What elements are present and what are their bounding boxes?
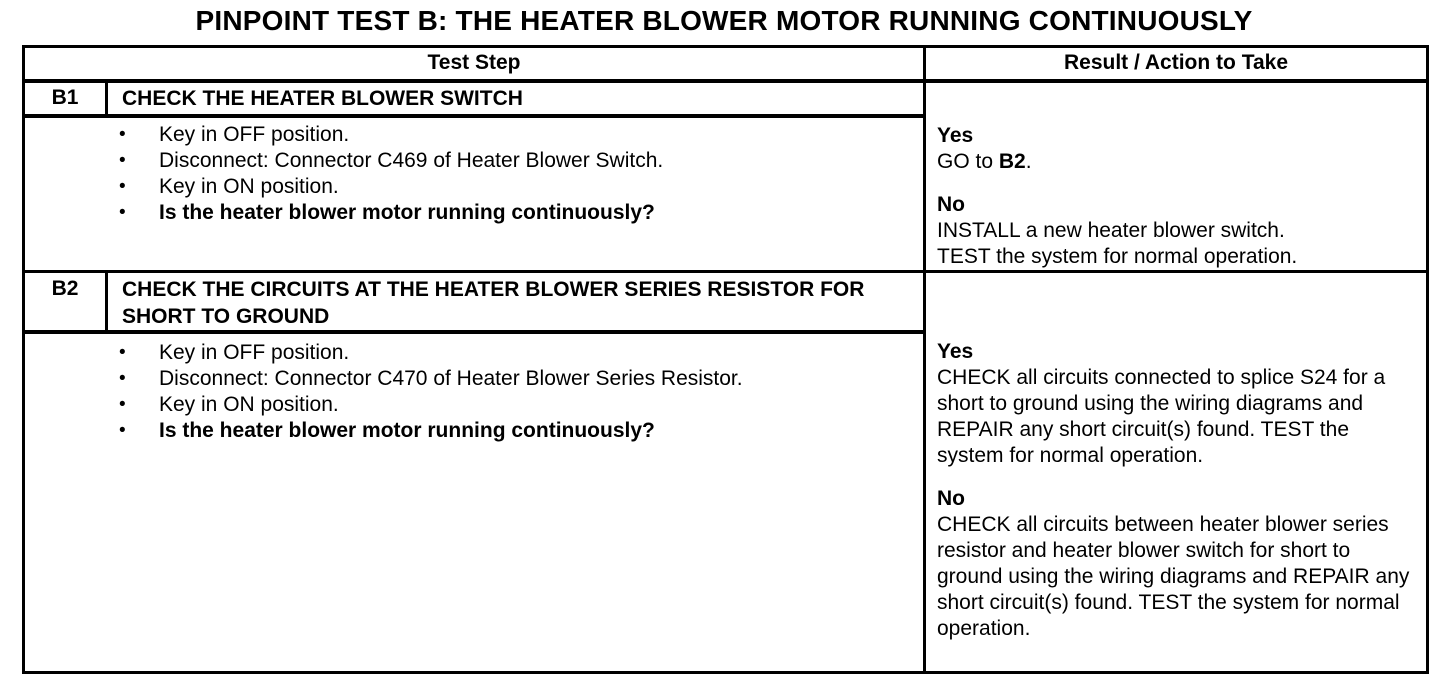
table-header-row: Test Step Result / Action to Take bbox=[23, 46, 1428, 83]
result-b2-yes-action: CHECK all circuits connected to splice S… bbox=[937, 365, 1386, 467]
list-item: • Key in ON position. bbox=[119, 392, 923, 418]
step-b2-instructions: • Key in OFF position. • Disconnect: Conne… bbox=[24, 332, 925, 673]
step-b1-body-row: • Key in OFF position. • Disconnect: Conne… bbox=[23, 115, 1428, 273]
result-b1-yes-action-period: . bbox=[1025, 149, 1032, 173]
result-b1-yes-action-text: GO to bbox=[937, 149, 999, 173]
list-item: • Is the heater blower motor running cont… bbox=[119, 418, 923, 444]
bullet-icon: • bbox=[119, 419, 126, 441]
step-b2-header-row: B2 CHECK THE CIRCUITS AT THE HEATER BLOW… bbox=[23, 271, 1428, 673]
column-header-test-step: Test Step bbox=[23, 46, 925, 83]
list-item: • Is the heater blower motor running cont… bbox=[119, 200, 923, 226]
result-b1-no-action-line: TEST the system for normal operation. bbox=[937, 244, 1298, 268]
result-b1-no-label: No bbox=[937, 192, 965, 216]
step-b1-header-row: B1 CHECK THE HEATER BLOWER SWITCH Yes GO… bbox=[23, 80, 1428, 273]
result-b2-no-label: No bbox=[937, 486, 965, 510]
pinpoint-test-table: Test Step Result / Action to Take B1 CHE… bbox=[22, 45, 1429, 674]
bullet-text: Disconnect: Connector C470 of Heater Blo… bbox=[159, 366, 743, 390]
step-id-b2: B2 bbox=[23, 271, 108, 334]
bullet-icon: • bbox=[119, 175, 126, 197]
step-b2-body-row: • Key in OFF position. • Disconnect: Conne… bbox=[24, 332, 1428, 673]
result-b1-no-action-line: INSTALL a new heater blower switch. bbox=[937, 218, 1285, 242]
step-b1-instructions: • Key in OFF position. • Disconnect: Conne… bbox=[23, 115, 925, 273]
column-header-result-action: Result / Action to Take bbox=[923, 46, 1428, 83]
list-item: • Key in ON position. bbox=[119, 174, 923, 200]
step-id-b1: B1 bbox=[23, 80, 108, 118]
bullet-text: Key in ON position. bbox=[159, 392, 339, 416]
bullet-list-b2: • Key in OFF position. • Disconnect: Conne… bbox=[25, 334, 923, 444]
bullet-text: Disconnect: Connector C469 of Heater Blo… bbox=[159, 148, 664, 172]
bullet-icon: • bbox=[119, 201, 126, 223]
result-b2-no-action: CHECK all circuits between heater blower… bbox=[937, 512, 1410, 640]
bullet-text: Key in OFF position. bbox=[159, 122, 350, 146]
bullet-list-b1: • Key in OFF position. • Disconnect: Conne… bbox=[25, 118, 923, 226]
bullet-icon: • bbox=[119, 393, 126, 415]
step-title-b2: CHECK THE CIRCUITS AT THE HEATER BLOWER … bbox=[106, 271, 925, 334]
result-b1-no-action: INSTALL a new heater blower switch. TEST… bbox=[937, 218, 1421, 270]
bullet-text: Key in OFF position. bbox=[159, 340, 350, 364]
bullet-icon: • bbox=[119, 367, 126, 389]
list-item: • Disconnect: Connector C470 of Heater Bl… bbox=[119, 366, 923, 392]
result-cell-b2: Yes CHECK all circuits connected to spli… bbox=[923, 271, 1428, 673]
list-item: • Key in OFF position. bbox=[119, 122, 923, 148]
result-b2-yes-label: Yes bbox=[937, 339, 974, 363]
list-item: • Disconnect: Connector C469 of Heater Bl… bbox=[119, 148, 923, 174]
list-item: • Key in OFF position. bbox=[119, 340, 923, 366]
result-b1-yes-label: Yes bbox=[937, 123, 974, 147]
bullet-icon: • bbox=[119, 341, 126, 363]
page-title: PINPOINT TEST B: THE HEATER BLOWER MOTOR… bbox=[195, 5, 1253, 36]
result-cell-b1: Yes GO to B2. No INSTALL a new heater bl… bbox=[923, 80, 1428, 273]
step-title-b1: CHECK THE HEATER BLOWER SWITCH bbox=[106, 80, 925, 118]
bullet-text: Key in ON position. bbox=[159, 174, 339, 198]
bullet-text-question: Is the heater blower motor running conti… bbox=[159, 200, 655, 224]
bullet-icon: • bbox=[119, 149, 126, 171]
step-title-b2-text: CHECK THE CIRCUITS AT THE HEATER BLOWER … bbox=[122, 277, 865, 328]
result-b1-yes-action-target: B2 bbox=[998, 149, 1026, 173]
bullet-icon: • bbox=[119, 123, 126, 145]
bullet-text-question: Is the heater blower motor running conti… bbox=[159, 418, 655, 442]
result-b1-yes-action: GO to B2. bbox=[937, 149, 1421, 175]
